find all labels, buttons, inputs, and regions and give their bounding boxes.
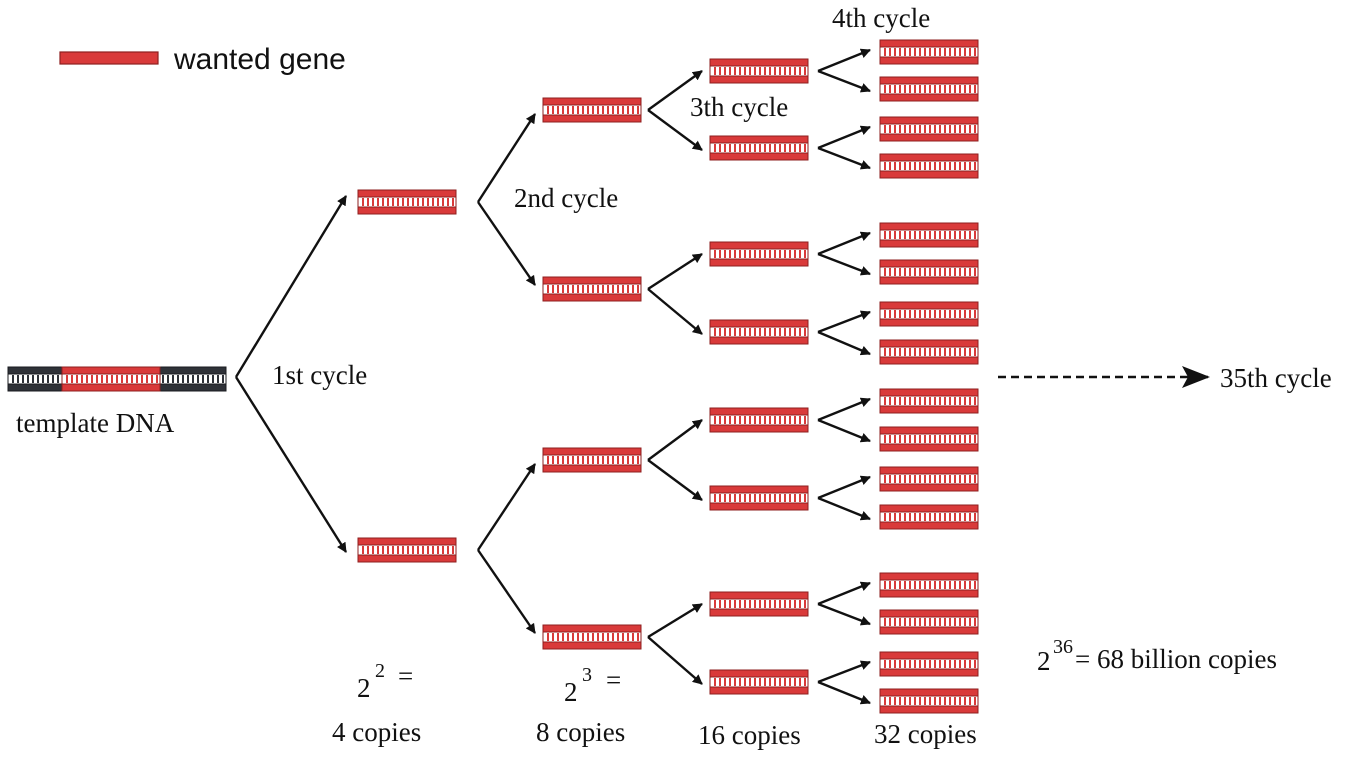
dna-copy-cycle2-4 bbox=[542, 624, 642, 650]
branch-arrows bbox=[234, 48, 871, 705]
template-dna-strand bbox=[7, 366, 227, 392]
count-1-exponent: 2 bbox=[375, 660, 385, 682]
dna-copy-cycle3-8 bbox=[709, 669, 809, 695]
count-1-copies: 4 copies bbox=[332, 717, 421, 747]
count-final-base: 2 bbox=[1037, 646, 1051, 676]
count-2-exponent: 3 bbox=[582, 664, 592, 686]
dna-copy-cycle3-1 bbox=[709, 58, 809, 84]
dna-copy-cycle3-4 bbox=[709, 319, 809, 345]
branch-arrow-23 bbox=[817, 397, 871, 422]
branch-arrow-11 bbox=[647, 419, 703, 461]
count-final-text: = 68 billion copies bbox=[1075, 644, 1277, 674]
branch-arrow-13 bbox=[647, 602, 703, 639]
dna-copy-cycle4-6 bbox=[879, 259, 979, 285]
count-2-equals: = bbox=[606, 665, 621, 695]
count-cycle-1: 2 2 = 4 copies bbox=[332, 660, 421, 747]
dna-copies bbox=[357, 39, 979, 714]
dna-copy-cycle4-1 bbox=[879, 39, 979, 65]
branch-arrow-15 bbox=[817, 48, 871, 73]
dna-copy-cycle3-3 bbox=[709, 241, 809, 267]
branch-arrow-12 bbox=[647, 459, 703, 501]
branch-arrow-6 bbox=[477, 549, 536, 634]
dna-copy-cycle4-7 bbox=[879, 301, 979, 327]
branch-arrow-22 bbox=[817, 330, 871, 356]
cycle-label-4: 4th cycle bbox=[832, 3, 930, 33]
branch-arrow-4 bbox=[477, 201, 536, 286]
dna-copy-cycle2-3 bbox=[542, 447, 642, 473]
branch-arrow-2 bbox=[234, 376, 348, 553]
dna-copy-cycle1-1 bbox=[357, 189, 457, 215]
branch-arrow-20 bbox=[817, 252, 871, 276]
branch-arrow-16 bbox=[817, 69, 871, 93]
branch-arrow-9 bbox=[647, 252, 703, 291]
count-3-copies: 16 copies bbox=[698, 720, 801, 750]
dna-copy-cycle4-5 bbox=[879, 222, 979, 248]
dna-copy-cycle4-8 bbox=[879, 339, 979, 365]
dna-copy-cycle1-2 bbox=[357, 537, 457, 563]
legend-label: wanted gene bbox=[173, 43, 346, 76]
legend-gene-swatch bbox=[59, 51, 159, 65]
dna-copy-cycle3-6 bbox=[709, 485, 809, 511]
branch-arrow-8 bbox=[647, 109, 703, 151]
branch-arrow-24 bbox=[817, 418, 871, 443]
dna-copy-cycle4-12 bbox=[879, 504, 979, 530]
branch-arrow-29 bbox=[817, 660, 871, 684]
cycle-label-1: 1st cycle bbox=[272, 360, 367, 390]
branch-arrow-10 bbox=[647, 288, 703, 335]
dna-copy-cycle4-11 bbox=[879, 466, 979, 492]
template-dna-gene-section bbox=[61, 366, 161, 392]
dna-copy-cycle3-2 bbox=[709, 135, 809, 161]
branch-arrow-26 bbox=[817, 496, 871, 521]
branch-arrow-14 bbox=[647, 636, 703, 685]
count-cycle-2: 2 3 = 8 copies bbox=[536, 664, 625, 747]
cycle-label-35: 35th cycle bbox=[1220, 363, 1332, 393]
dna-copy-cycle4-15 bbox=[879, 651, 979, 677]
count-2-copies: 8 copies bbox=[536, 717, 625, 747]
count-2-base: 2 bbox=[564, 677, 578, 707]
branch-arrow-5 bbox=[476, 463, 537, 551]
cycle-label-2: 2nd cycle bbox=[514, 183, 618, 213]
template-dna-label: template DNA bbox=[16, 408, 175, 438]
branch-arrow-28 bbox=[817, 602, 871, 626]
branch-arrow-1 bbox=[234, 195, 348, 378]
dna-copy-cycle4-3 bbox=[879, 116, 979, 142]
dna-copy-cycle4-13 bbox=[879, 572, 979, 598]
legend: wanted gene bbox=[59, 43, 346, 76]
dna-copy-cycle3-7 bbox=[709, 591, 809, 617]
dna-copy-cycle4-4 bbox=[879, 153, 979, 179]
count-1-equals: = bbox=[398, 661, 413, 691]
dna-copy-cycle4-9 bbox=[879, 388, 979, 414]
branch-arrow-25 bbox=[817, 475, 871, 500]
cycle-label-3: 3th cycle bbox=[690, 92, 788, 122]
branch-arrow-27 bbox=[817, 581, 871, 606]
branch-arrow-3 bbox=[476, 113, 537, 203]
count-final: 2 36 = 68 billion copies bbox=[1037, 636, 1277, 676]
branch-arrow-30 bbox=[817, 680, 871, 705]
template-dna: template DNA bbox=[7, 366, 227, 438]
branch-arrow-21 bbox=[817, 310, 871, 334]
branch-arrow-19 bbox=[817, 231, 871, 256]
count-4-copies: 32 copies bbox=[874, 719, 977, 749]
branch-arrow-17 bbox=[817, 125, 871, 150]
dna-copy-cycle4-10 bbox=[879, 426, 979, 452]
branch-arrow-7 bbox=[647, 70, 703, 111]
dna-copy-cycle4-16 bbox=[879, 688, 979, 714]
dna-copy-cycle2-1 bbox=[542, 97, 642, 123]
dna-copy-cycle4-14 bbox=[879, 609, 979, 635]
dna-copy-cycle2-2 bbox=[542, 276, 642, 302]
count-1-base: 2 bbox=[357, 673, 371, 703]
dna-copy-cycle3-5 bbox=[709, 407, 809, 433]
count-final-exponent: 36 bbox=[1053, 636, 1073, 658]
dna-copy-cycle4-2 bbox=[879, 76, 979, 102]
branch-arrow-18 bbox=[817, 146, 871, 170]
